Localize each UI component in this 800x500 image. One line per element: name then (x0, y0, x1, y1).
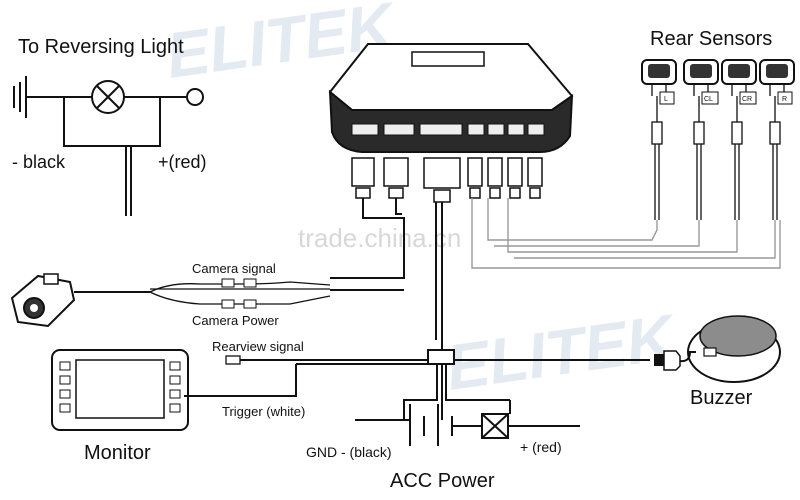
sensor-tag: L (664, 96, 668, 103)
trigger-label: Trigger (white) (222, 404, 305, 419)
sensor-center-right: CR (721, 59, 757, 220)
junction-block (427, 349, 455, 365)
black-wire-label: - black (12, 152, 66, 172)
sensor-left: L (641, 59, 677, 220)
rearview-signal-label: Rearview signal (212, 339, 304, 354)
camera: Camera signal Camera Power (10, 261, 404, 328)
sensor-tag: CL (704, 96, 713, 103)
reversing-light-circuit: To Reversing Light - black +(red) (12, 36, 207, 216)
acc-red-label: + (red) (520, 439, 562, 455)
rear-sensors-label: Rear Sensors (650, 28, 772, 50)
sensor-center-left: CL (683, 59, 719, 220)
brand-watermark: ELITEK (442, 300, 682, 404)
monitor-label: Monitor (84, 442, 151, 464)
acc-power: GND - (black) + (red) ACC Power (306, 400, 580, 492)
sensor-tag: R (782, 96, 787, 103)
reversing-light-label: To Reversing Light (18, 36, 184, 58)
camera-power-label: Camera Power (192, 313, 279, 328)
site-watermark: trade.china.cn (298, 223, 461, 253)
connector-plugs (351, 157, 543, 203)
rear-sensors: Rear Sensors L CL CR (471, 28, 795, 269)
camera-signal-label: Camera signal (192, 261, 276, 276)
buzzer: Buzzer (654, 315, 781, 409)
control-box (328, 43, 574, 153)
sensor-right: R (759, 59, 795, 220)
port-row (351, 123, 545, 136)
sensor-tag: CR (742, 96, 752, 103)
terminal-icon (186, 88, 204, 106)
buzzer-label: Buzzer (690, 387, 753, 409)
monitor: Monitor (51, 349, 189, 464)
red-wire-label: +(red) (158, 152, 207, 172)
gnd-label: GND - (black) (306, 444, 392, 460)
acc-power-label: ACC Power (390, 470, 495, 492)
rearview-wiring: Rearview signal Trigger (white) (184, 339, 650, 420)
